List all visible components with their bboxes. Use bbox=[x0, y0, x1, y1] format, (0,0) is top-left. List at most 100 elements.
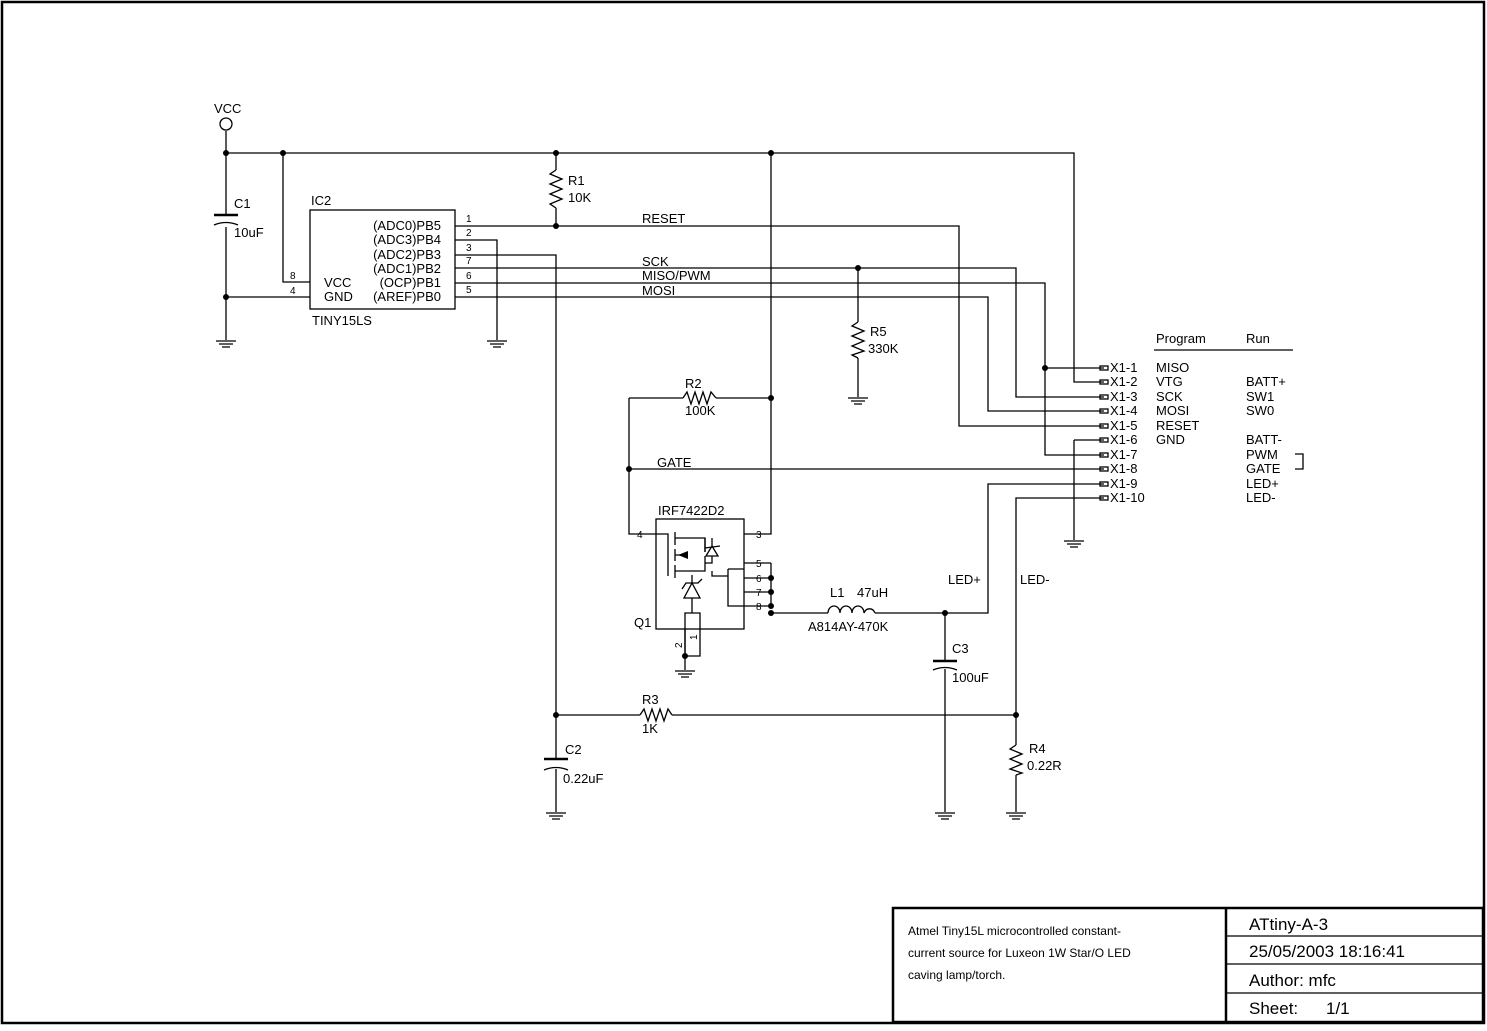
connector-program-label: GND bbox=[1156, 432, 1185, 447]
l1-value: 47uH bbox=[857, 585, 888, 600]
q1-ref: Q1 bbox=[634, 615, 651, 630]
c3-value: 100uF bbox=[952, 670, 989, 685]
ic2-tiny15ls: IC2 TINY15LS 8 4 VCC GND 1 2 3 7 6 5 (AD… bbox=[290, 193, 472, 328]
ic2-pin-name: (ADC1)PB2 bbox=[373, 261, 441, 276]
connector-run-label: LED- bbox=[1246, 490, 1276, 505]
title-block-description: caving lamp/torch. bbox=[908, 968, 1005, 982]
connector-program-label: MISO bbox=[1156, 360, 1189, 375]
r3-resistor: R3 1K bbox=[639, 692, 673, 736]
title-block-sheet-value: 1/1 bbox=[1326, 999, 1350, 1018]
net-label-miso-pwm: MISO/PWM bbox=[642, 268, 711, 283]
connector-pin: X1-5 bbox=[1110, 418, 1137, 433]
q1-pin-number: 1 bbox=[689, 634, 700, 640]
r4-resistor: R4 0.22R bbox=[1008, 741, 1062, 776]
ground-icon bbox=[1006, 812, 1026, 820]
c1-value: 10uF bbox=[234, 225, 264, 240]
ground-icon bbox=[546, 812, 566, 820]
inductor-icon bbox=[827, 605, 876, 614]
ic2-pin-number: 6 bbox=[466, 271, 472, 282]
ic2-pin-name: (AREF)PB0 bbox=[373, 289, 441, 304]
r5-value: 330K bbox=[868, 341, 899, 356]
connector-program-label: MOSI bbox=[1156, 403, 1189, 418]
net-labels: RESET SCK MISO/PWM MOSI GATE LED+ LED- bbox=[642, 211, 1050, 587]
ic2-pin-number: 3 bbox=[466, 243, 472, 254]
r1-resistor: R1 10K bbox=[548, 169, 591, 209]
l1-ref: L1 bbox=[830, 585, 844, 600]
q1-pin-number: 5 bbox=[756, 559, 762, 570]
c3-capacitor: C3 100uF bbox=[932, 641, 989, 685]
ic2-pin-number: 7 bbox=[466, 256, 472, 267]
title-block-title: ATtiny-A-3 bbox=[1249, 915, 1328, 934]
r1-value: 10K bbox=[568, 190, 591, 205]
resistor-icon bbox=[639, 706, 673, 724]
q1-irf7422d2: IRF7422D2 Q1 4 3 5 6 7 8 2 1 bbox=[634, 503, 762, 657]
connector-pin: X1-10 bbox=[1110, 490, 1145, 505]
ground-icon bbox=[216, 340, 236, 348]
ic2-pin-name: (ADC3)PB4 bbox=[373, 232, 441, 247]
connector-pin-stubs bbox=[1099, 365, 1109, 501]
resistor-icon bbox=[1008, 744, 1025, 776]
title-block: Atmel Tiny15L microcontrolled constant- … bbox=[891, 906, 1485, 1024]
r2-ref: R2 bbox=[685, 376, 702, 391]
c1-capacitor: C1 10uF bbox=[213, 196, 264, 240]
c2-capacitor: C2 0.22uF bbox=[543, 742, 604, 786]
ic2-pin-number: 5 bbox=[466, 285, 472, 296]
q1-pin-number: 2 bbox=[674, 642, 685, 648]
connector-run-label: GATE bbox=[1246, 461, 1281, 476]
q1-pin-number: 4 bbox=[637, 530, 643, 541]
ground-icon bbox=[848, 397, 868, 405]
r5-resistor: R5 330K bbox=[850, 321, 899, 359]
r4-value: 0.22R bbox=[1027, 758, 1062, 773]
title-block-date: 25/05/2003 18:16:41 bbox=[1249, 942, 1405, 961]
net-label-gate: GATE bbox=[657, 455, 692, 470]
connector-pin: X1-4 bbox=[1110, 403, 1137, 418]
net-label-sck: SCK bbox=[642, 254, 669, 269]
connector-program-label: SCK bbox=[1156, 389, 1183, 404]
net-label-reset: RESET bbox=[642, 211, 685, 226]
ground-icon bbox=[1064, 540, 1084, 548]
vcc-label: VCC bbox=[214, 101, 241, 116]
connector-header-program: Program bbox=[1156, 331, 1206, 346]
ground-icon bbox=[487, 340, 507, 348]
connector-x1: Program Run X1-1 X1-2 X1-3 X1-4 X1-5 X1-… bbox=[1099, 331, 1304, 505]
connector-run-label: SW0 bbox=[1246, 403, 1274, 418]
ground-symbols bbox=[216, 340, 1084, 820]
r2-resistor: R2 100K bbox=[682, 376, 717, 418]
c1-ref: C1 bbox=[234, 196, 251, 211]
r4-ref: R4 bbox=[1029, 741, 1046, 756]
connector-run-label: LED+ bbox=[1246, 476, 1279, 491]
connector-pin: X1-1 bbox=[1110, 360, 1137, 375]
q1-pin-number: 3 bbox=[756, 530, 762, 541]
ic2-pin-name: (OCP)PB1 bbox=[380, 275, 441, 290]
ic2-body bbox=[309, 209, 456, 310]
vcc-symbol: VCC bbox=[214, 101, 241, 131]
connector-run-label: PWM bbox=[1246, 447, 1278, 462]
connector-pin: X1-9 bbox=[1110, 476, 1137, 491]
r3-ref: R3 bbox=[642, 692, 659, 707]
c3-ref: C3 bbox=[952, 641, 969, 656]
connector-pin: X1-8 bbox=[1110, 461, 1137, 476]
connector-header-run: Run bbox=[1246, 331, 1270, 346]
l1-part: A814AY-470K bbox=[808, 619, 889, 634]
mosfet-icon bbox=[656, 532, 744, 657]
ic2-pin-name: (ADC0)PB5 bbox=[373, 218, 441, 233]
connector-pin: X1-3 bbox=[1110, 389, 1137, 404]
title-block-author: Author: mfc bbox=[1249, 971, 1336, 990]
net-label-led-plus: LED+ bbox=[948, 572, 981, 587]
ic2-pin-name: (ADC2)PB3 bbox=[373, 247, 441, 262]
ic2-pin-number: 4 bbox=[290, 286, 296, 297]
connector-pin: X1-7 bbox=[1110, 447, 1137, 462]
resistor-icon bbox=[850, 321, 866, 359]
connector-pin: X1-2 bbox=[1110, 374, 1137, 389]
l1-inductor: L1 47uH A814AY-470K bbox=[808, 585, 889, 634]
c2-ref: C2 bbox=[565, 742, 582, 757]
q1-pin-number: 6 bbox=[756, 574, 762, 585]
connector-program-label: RESET bbox=[1156, 418, 1199, 433]
connector-program-label: VTG bbox=[1156, 374, 1183, 389]
q1-pin-number: 8 bbox=[756, 602, 762, 613]
junctions bbox=[223, 150, 1048, 718]
r2-value: 100K bbox=[685, 403, 716, 418]
connector-run-label: SW1 bbox=[1246, 389, 1274, 404]
